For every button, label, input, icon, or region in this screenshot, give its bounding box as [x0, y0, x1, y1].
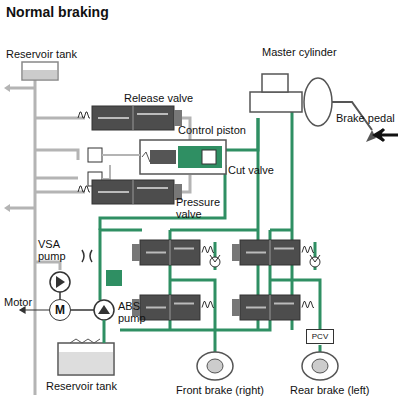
part-label: Reservoir tank [6, 48, 77, 60]
part-label: Pressure valve [176, 196, 226, 220]
part-label: Front brake (right) [176, 384, 264, 396]
part-label: VSA pump [38, 238, 72, 262]
part-label: Master cylinder [262, 46, 337, 58]
part-label: Cut valve [228, 164, 274, 176]
pcv-box: PCV [306, 329, 334, 344]
part-label: Motor [4, 296, 32, 308]
part-label: Brake pedal [336, 112, 395, 124]
diagram-title: Normal braking [6, 4, 109, 20]
motor-circle: M [49, 299, 71, 321]
part-label: Control piston [178, 124, 246, 136]
part-label: Release valve [124, 92, 193, 104]
node-text: PCV [312, 332, 328, 341]
part-label: Rear brake (left) [290, 384, 369, 396]
part-label: Reservoir tank [46, 380, 117, 392]
part-label: ABS pump [118, 300, 152, 324]
node-text: M [55, 303, 65, 317]
